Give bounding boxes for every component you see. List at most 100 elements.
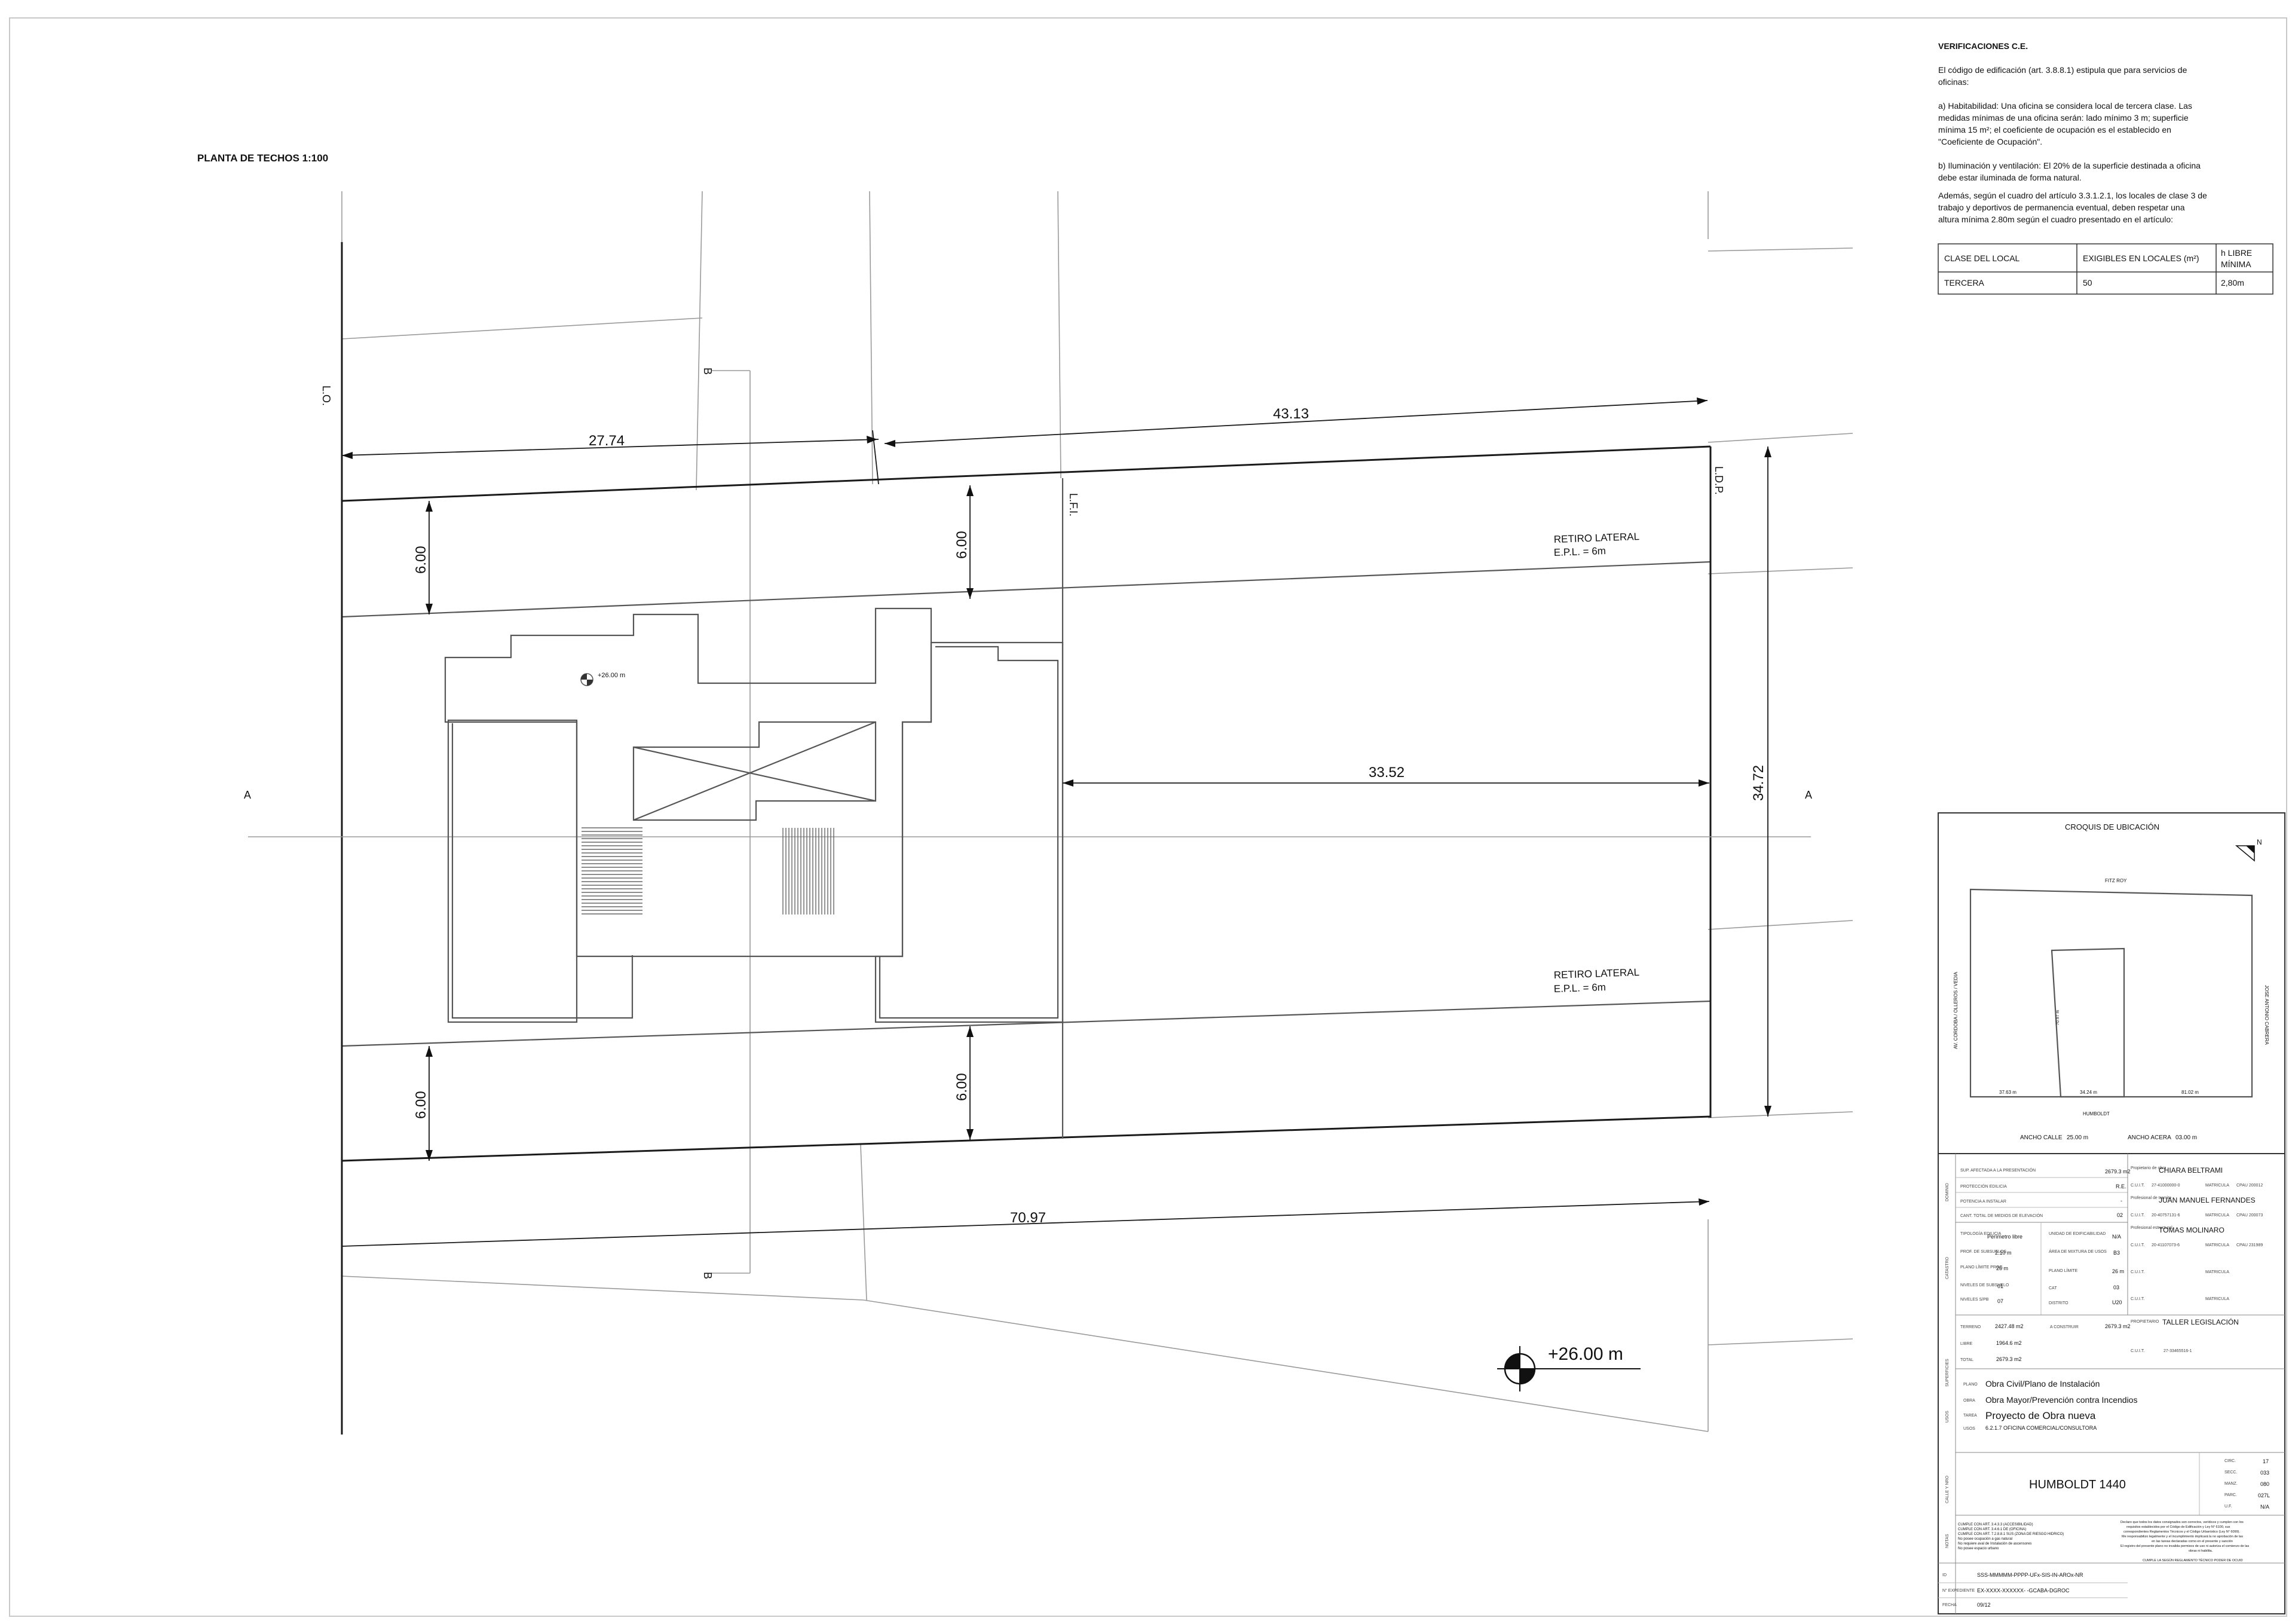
tarea-value: Proyecto de Obra nueva (1985, 1410, 2096, 1421)
fecha-label: FECHA (1942, 1603, 1957, 1607)
usos-value: 6.2.1.7 OFICINA COMERCIAL/CONSULTORA (1985, 1425, 2097, 1431)
plan-title: PLANTA DE TECHOS 1:100 (197, 152, 328, 164)
verif-a-1: a) Habitabilidad: Una oficina se conside… (1938, 101, 2192, 111)
blank-mat-1: MATRICULA (2205, 1270, 2229, 1274)
lo-label: L.O. (320, 386, 332, 406)
circ-value: 17 (2263, 1458, 2269, 1464)
hatch-right (782, 828, 834, 915)
id-value: SSS-MMMMM-PPPP-UFx-SIS-IN-AROx-NR (1977, 1572, 2083, 1578)
level-marker-large (1497, 1346, 1543, 1391)
owner3-cuit: 20-41107073-6 (2152, 1243, 2180, 1247)
verif-b-1: b) Iluminación y ventilación: El 20% de … (1938, 161, 2201, 170)
prop-cuit: 27-33465516-1 (2164, 1349, 2192, 1353)
a-constr-label: A CONSTRUIR (2050, 1325, 2079, 1329)
lot-boundaries (341, 242, 1712, 1435)
ldp-label: L.D.P. (1713, 466, 1725, 495)
manz-label: MANZ. (2224, 1482, 2238, 1486)
retiro-bottom-line2: E.P.L. = 6m (1553, 981, 1606, 995)
context-lines (341, 191, 1853, 1435)
parc-value: 027L (2258, 1493, 2270, 1498)
tb-superficies: SUPERFICIES TERRENO 2427.48 m2 A CONSTRU… (1945, 1317, 2239, 1387)
unidad-label: UNIDAD DE EDIFICABILIDAD (2049, 1232, 2106, 1236)
secc-value: 033 (2260, 1470, 2269, 1476)
retiro-top-line2: E.P.L. = 6m (1553, 545, 1606, 558)
cumple-4: No posee ocupación a gas natural (1958, 1537, 2012, 1541)
side-calle: CALLE Y NRO (1945, 1475, 1950, 1503)
prof-label: PROF. DE SUBSUELOS (1960, 1250, 2006, 1254)
level-large-text: +26.00 m (1548, 1344, 1623, 1364)
sketch-seg2: 34.24 m (2080, 1090, 2097, 1095)
sketch-depth: 70.97 m (2056, 1010, 2060, 1025)
side-notas: NOTAS (1945, 1534, 1950, 1548)
exp-label: N° EXPEDIENTE (1942, 1588, 1975, 1593)
prop-label: PROPIETARIO (2131, 1320, 2159, 1324)
tipologia-value: Perímetro libre (1987, 1234, 2022, 1240)
libre-value: 1964.6 m2 (1996, 1340, 2022, 1346)
terreno-label: TERRENO (1960, 1325, 1981, 1329)
prof-value: 2.10 m (1995, 1250, 2012, 1256)
owner3-name: TOMAS MOLINARO (2159, 1226, 2224, 1234)
unidad-value: N/A (2112, 1234, 2121, 1240)
cumple-5: No requiere aval de Instalación de ascen… (1958, 1542, 2031, 1546)
prot-label: PROTECCIÓN EDILICIA (1960, 1183, 2007, 1189)
owner2-cuit: 20-40757131-6 (2152, 1213, 2180, 1218)
ancho-calle-value: 25.00 m (2067, 1134, 2088, 1141)
dim-front-left: 27.74 (589, 433, 625, 449)
decl-6: El registro del presente plano no invali… (2120, 1545, 2249, 1548)
lfi-label: L.F.I. (1067, 493, 1079, 516)
ancho-calle-label: ANCHO CALLE (2020, 1134, 2063, 1141)
tipologia-label: TIPOLOGÍA EDILICIA (1960, 1231, 2002, 1236)
tb-ids: ID SSS-MMMMM-PPPP-UFx-SIS-IN-AROx-NR N° … (1938, 1572, 2128, 1608)
niv-sub-label: NIVELES DE SUBSUELO (1960, 1283, 2009, 1287)
street-top: FITZ ROY (2105, 878, 2127, 883)
section-line-a: A A (244, 789, 1812, 837)
sketch-seg3: 81.02 m (2181, 1090, 2199, 1095)
sketch-title: CROQUIS DE UBICACIÓN (2065, 822, 2159, 831)
owner1-cuit-label: C.U.I.T. (2131, 1183, 2144, 1188)
blank-cuit-1: C.U.I.T. (2131, 1270, 2144, 1274)
prot-value: R.E. (2116, 1183, 2126, 1189)
id-label: ID (1942, 1573, 1947, 1577)
cumple-3: CUMPLE CON ART. 7.2.8.8.1 SUS (ZONA DE R… (1958, 1533, 2064, 1536)
distrito-value: U20 (2112, 1299, 2122, 1305)
pot-value: - (2120, 1198, 2122, 1204)
hatch-left (582, 827, 642, 915)
libre-label: LIBRE (1960, 1342, 1973, 1346)
section-a-right-label: A (1805, 789, 1812, 801)
retiro-bottom-line1: RETIRO LATERAL (1553, 967, 1639, 981)
section-a-left-label: A (244, 789, 251, 801)
cumple-2: CUMPLE CON ART. 3.4.6.1 DE (OFICINA) (1958, 1528, 2026, 1531)
plano-tipo-value: Obra Civil/Plano de Instalación (1985, 1379, 2100, 1388)
verif-intro-2: oficinas: (1938, 77, 1969, 87)
dimensions: 27.74 43.13 6.00 6.00 6.00 6.00 33.52 34… (341, 397, 1771, 1247)
obra-label: OBRA (1963, 1399, 1975, 1403)
owner2-mat-label: MATRICULA (2205, 1213, 2229, 1218)
section-b-top-label: B (702, 368, 714, 375)
plano-tipo-label: PLANO (1963, 1383, 1978, 1387)
a-constr-value: 2679.3 m2 (2105, 1323, 2131, 1329)
street-left: AV. CORDOBA / OLLEROS / VEDIA (1953, 971, 1959, 1049)
distrito-label: DISTRITO (2049, 1301, 2068, 1305)
cant-label: CANT. TOTAL DE MEDIOS DE ELEVACIÓN (1960, 1213, 2043, 1218)
owner1-cuit: 27-41000000-0 (2152, 1183, 2180, 1188)
tb-address: CALLE Y NRO HUMBOLDT 1440 CIRC. 17 SECC.… (1945, 1452, 2270, 1515)
dim-setback-top-mid: 6.00 (954, 531, 970, 559)
tb-catastro: CATASTRO TIPOLOGÍA EDILICIA Perímetro li… (1945, 1222, 2124, 1315)
niv-sob-label: NIVELES S/PB (1960, 1298, 1989, 1302)
dim-back-total: 70.97 (1010, 1210, 1046, 1226)
dim-depth-right: 33.52 (1369, 764, 1404, 781)
circ-label: CIRC. (2224, 1459, 2236, 1463)
street-bottom: HUMBOLDT (2083, 1111, 2110, 1117)
side-catastro: CATASTRO (1945, 1256, 1950, 1279)
niv-sub-value: 01 (1997, 1283, 2003, 1289)
fecha-value: 09/12 (1977, 1602, 1991, 1608)
usos-label: USOS (1963, 1427, 1975, 1431)
location-sketch: CROQUIS DE UBICACIÓN N FITZ ROY AV. CORD… (1953, 822, 2269, 1141)
uf-value: N/A (2260, 1504, 2269, 1510)
owner2-cuit-label: C.U.I.T. (2131, 1213, 2144, 1218)
verif-a-2: medidas mínimas de una oficina serán: la… (1938, 113, 2189, 123)
table-h3a: h LIBRE (2221, 248, 2252, 258)
uf-label: U.F. (2224, 1504, 2232, 1509)
prop-cuit-label: C.U.I.T. (2131, 1349, 2144, 1353)
